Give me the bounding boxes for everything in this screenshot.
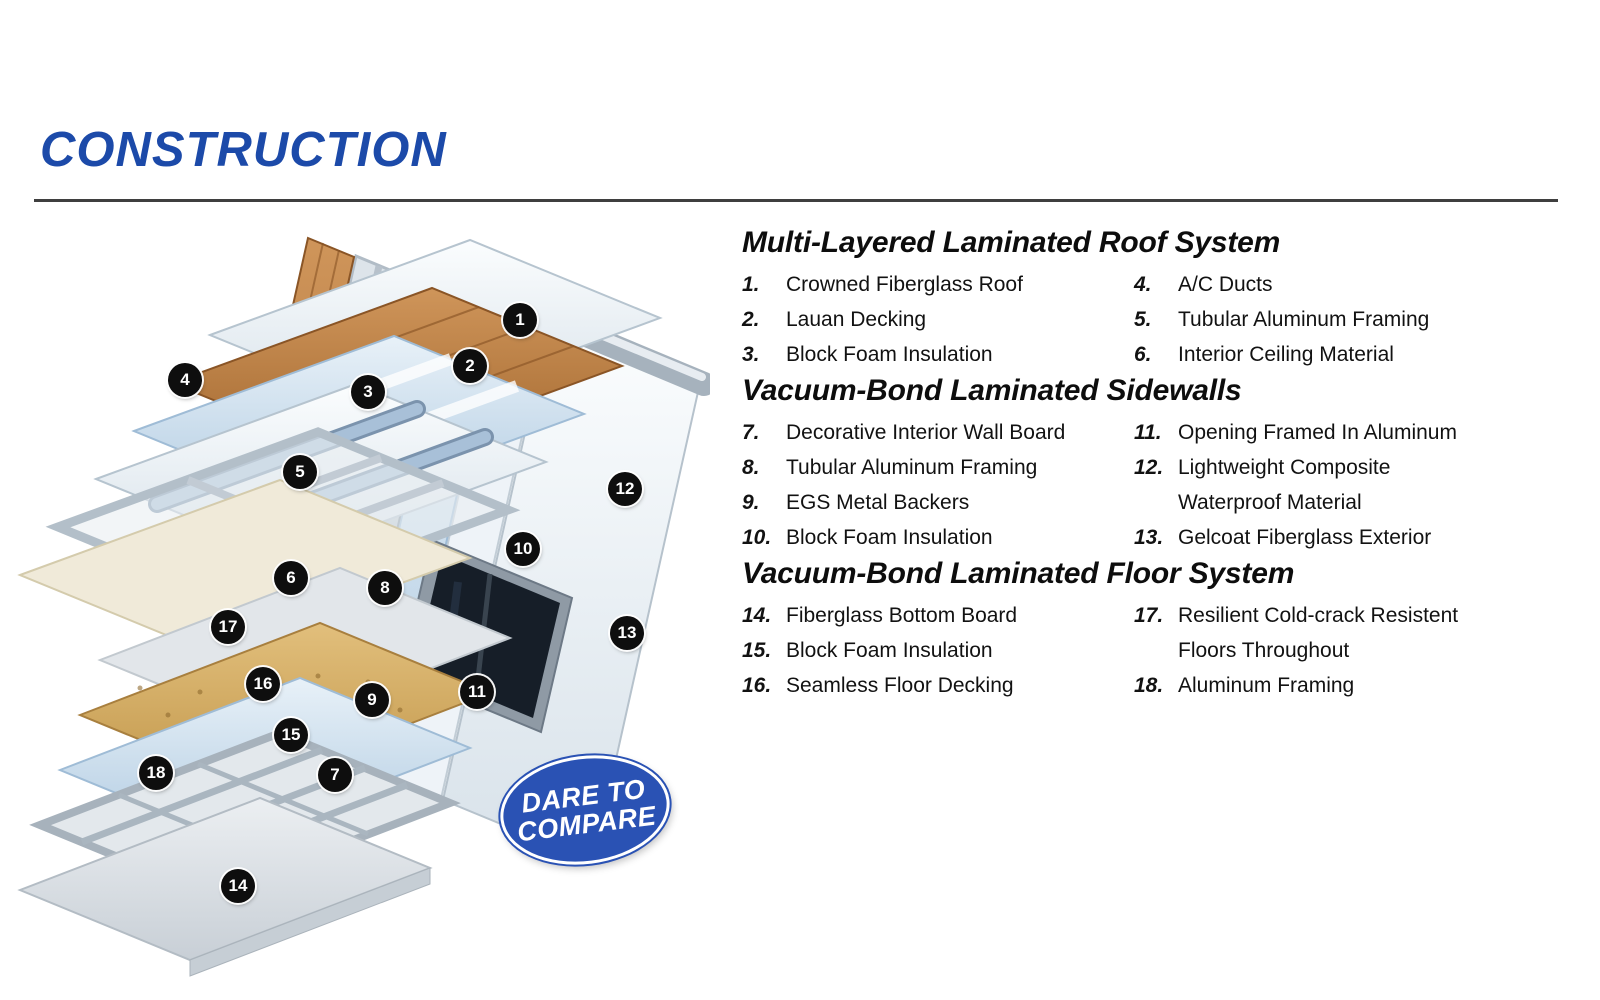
item-label: Seamless Floor Decking bbox=[786, 674, 1014, 697]
item-number: 14. bbox=[742, 604, 772, 627]
callout-marker-15: 15 bbox=[274, 718, 308, 752]
callout-marker-6: 6 bbox=[274, 561, 308, 595]
callout-marker-10: 10 bbox=[506, 532, 540, 566]
roof-columns: 1. Crowned Fiberglass Roof 2. Lauan Deckin… bbox=[742, 267, 1572, 372]
roof-col2: 4. A/C Ducts 5. Tubular Aluminum Framing 6… bbox=[1134, 267, 1572, 372]
item-number: 9. bbox=[742, 491, 760, 514]
list-item: 4. A/C Ducts bbox=[1134, 267, 1572, 302]
item-number: 2. bbox=[742, 308, 760, 331]
item-label: Resilient Cold-crack Resistent Floors Th… bbox=[1178, 604, 1459, 662]
item-label: Block Foam Insulation bbox=[786, 343, 993, 366]
sidewall-col1: 7. Decorative Interior Wall Board 8. Tubul… bbox=[742, 415, 1134, 555]
list-item: 2. Lauan Decking bbox=[742, 302, 1134, 337]
item-number: 15. bbox=[742, 639, 772, 662]
callout-marker-18: 18 bbox=[139, 756, 173, 790]
section-heading-roof: Multi-Layered Laminated Roof System bbox=[742, 226, 1281, 259]
callout-marker-4: 4 bbox=[168, 363, 202, 397]
item-label: Lauan Decking bbox=[786, 308, 927, 331]
callout-marker-14: 14 bbox=[221, 869, 255, 903]
callout-marker-9: 9 bbox=[355, 683, 389, 717]
callout-marker-11: 11 bbox=[460, 675, 494, 709]
item-number: 6. bbox=[1134, 343, 1152, 366]
spec-panel: Multi-Layered Laminated Roof System 1. Cr… bbox=[742, 224, 1572, 703]
roof-col1: 1. Crowned Fiberglass Roof 2. Lauan Deckin… bbox=[742, 267, 1134, 372]
item-number: 4. bbox=[1134, 273, 1152, 296]
list-item: 9. EGS Metal Backers bbox=[742, 485, 1134, 520]
list-item: 12. Lightweight Composite Waterproof Mate… bbox=[1134, 450, 1572, 520]
section-heading-sidewalls: Vacuum-Bond Laminated Sidewalls bbox=[742, 374, 1242, 407]
item-label: Decorative Interior Wall Board bbox=[786, 421, 1066, 444]
callout-marker-1: 1 bbox=[503, 303, 537, 337]
list-item: 13. Gelcoat Fiberglass Exterior bbox=[1134, 520, 1572, 555]
callout-marker-3: 3 bbox=[351, 375, 385, 409]
interior-ceiling-layer bbox=[17, 478, 473, 655]
list-item: 7. Decorative Interior Wall Board bbox=[742, 415, 1134, 450]
item-number: 10. bbox=[742, 526, 772, 549]
floor-layers bbox=[17, 566, 513, 977]
item-label: Interior Ceiling Material bbox=[1178, 343, 1394, 366]
list-item: 16. Seamless Floor Decking bbox=[742, 668, 1134, 703]
list-item: 5. Tubular Aluminum Framing bbox=[1134, 302, 1572, 337]
item-number: 16. bbox=[742, 674, 772, 697]
item-label: Lightweight Composite Waterproof Materia… bbox=[1178, 456, 1391, 514]
callout-marker-8: 8 bbox=[368, 571, 402, 605]
item-number: 3. bbox=[742, 343, 760, 366]
list-item: 11. Opening Framed In Aluminum bbox=[1134, 415, 1572, 450]
callout-marker-7: 7 bbox=[318, 758, 352, 792]
item-number: 7. bbox=[742, 421, 760, 444]
item-label: Fiberglass Bottom Board bbox=[786, 604, 1018, 627]
item-label: Tubular Aluminum Framing bbox=[786, 456, 1038, 479]
item-number: 18. bbox=[1134, 674, 1164, 697]
item-number: 1. bbox=[742, 273, 760, 296]
sidewall-columns: 7. Decorative Interior Wall Board 8. Tubul… bbox=[742, 415, 1572, 555]
item-number: 8. bbox=[742, 456, 760, 479]
sidewall-col2: 11. Opening Framed In Aluminum 12. Lightwe… bbox=[1134, 415, 1572, 555]
page-title: CONSTRUCTION bbox=[40, 123, 447, 177]
item-label: Tubular Aluminum Framing bbox=[1178, 308, 1430, 331]
item-label: Gelcoat Fiberglass Exterior bbox=[1178, 526, 1432, 549]
list-item: 15. Block Foam Insulation bbox=[742, 633, 1134, 668]
item-label: Block Foam Insulation bbox=[786, 526, 993, 549]
list-item: 10. Block Foam Insulation bbox=[742, 520, 1134, 555]
item-number: 11. bbox=[1134, 421, 1162, 444]
item-number: 5. bbox=[1134, 308, 1152, 331]
item-number: 17. bbox=[1134, 604, 1164, 627]
item-label: Block Foam Insulation bbox=[786, 639, 993, 662]
list-item: 1. Crowned Fiberglass Roof bbox=[742, 267, 1134, 302]
callout-marker-5: 5 bbox=[283, 455, 317, 489]
item-label: A/C Ducts bbox=[1178, 273, 1273, 296]
list-item: 6. Interior Ceiling Material bbox=[1134, 337, 1572, 372]
construction-diagram: 1 2 3 4 5 6 7 8 9 10 11 12 13 14 15 16 1… bbox=[0, 210, 710, 1000]
callout-marker-13: 13 bbox=[610, 616, 644, 650]
section-heading-floor: Vacuum-Bond Laminated Floor System bbox=[742, 557, 1295, 590]
floor-columns: 14. Fiberglass Bottom Board 15. Block Foam… bbox=[742, 598, 1572, 703]
callout-marker-12: 12 bbox=[608, 472, 642, 506]
floor-col2: 17. Resilient Cold-crack Resistent Floors… bbox=[1134, 598, 1572, 703]
item-number: 12. bbox=[1134, 456, 1164, 479]
item-number: 13. bbox=[1134, 526, 1164, 549]
list-item: 18. Aluminum Framing bbox=[1134, 668, 1572, 703]
callout-marker-2: 2 bbox=[453, 349, 487, 383]
callout-marker-17: 17 bbox=[211, 610, 245, 644]
list-item: 14. Fiberglass Bottom Board bbox=[742, 598, 1134, 633]
list-item: 3. Block Foam Insulation bbox=[742, 337, 1134, 372]
floor-col1: 14. Fiberglass Bottom Board 15. Block Foam… bbox=[742, 598, 1134, 703]
item-label: EGS Metal Backers bbox=[786, 491, 970, 514]
callout-marker-16: 16 bbox=[246, 667, 280, 701]
item-label: Opening Framed In Aluminum bbox=[1178, 421, 1457, 444]
list-item: 17. Resilient Cold-crack Resistent Floors… bbox=[1134, 598, 1572, 668]
title-divider bbox=[34, 199, 1558, 202]
list-item: 8. Tubular Aluminum Framing bbox=[742, 450, 1134, 485]
item-label: Crowned Fiberglass Roof bbox=[786, 273, 1023, 296]
cutaway-illustration-svg bbox=[17, 236, 710, 977]
item-label: Aluminum Framing bbox=[1178, 674, 1355, 697]
